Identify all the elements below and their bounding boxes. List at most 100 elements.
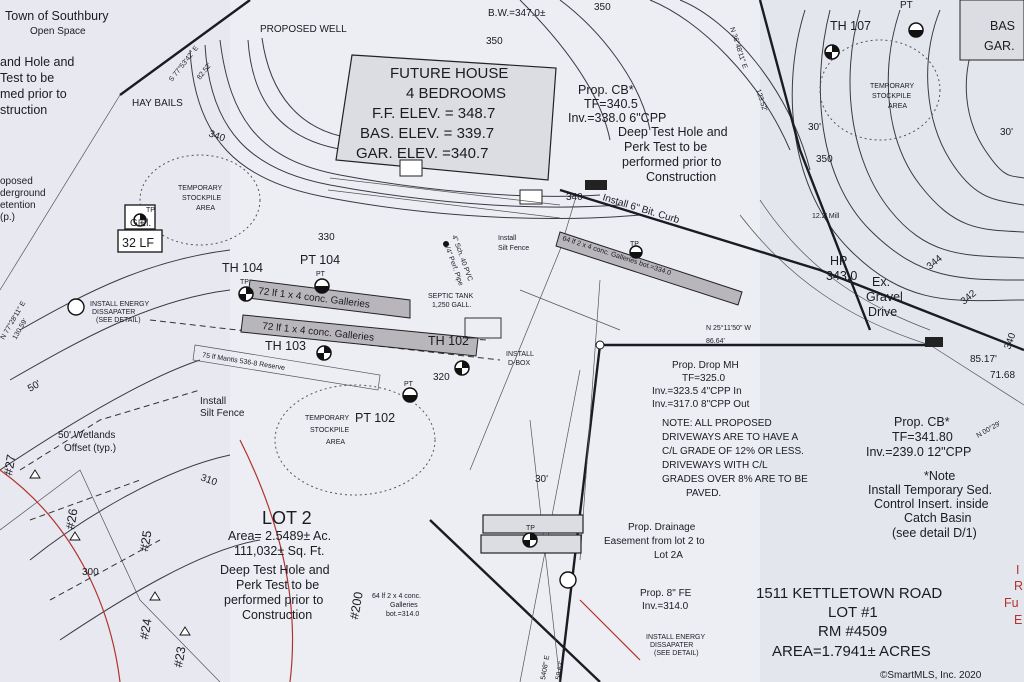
label-stockpile-3a: TEMPORARY bbox=[870, 83, 915, 90]
label-house-4: BAS. ELEV. = 339.7 bbox=[360, 125, 494, 142]
label-lot2-dt4: Construction bbox=[242, 608, 312, 622]
label-lot2-sqft: 111,032± Sq. Ft. bbox=[234, 544, 324, 558]
paper-fold-right bbox=[760, 0, 1024, 682]
label-drain-3: Lot 2A bbox=[654, 550, 683, 561]
label-snote-4: Catch Basin bbox=[904, 511, 971, 525]
label-contour-350a: 350 bbox=[486, 36, 503, 47]
label-house-3: F.F. ELEV. = 348.7 bbox=[372, 105, 495, 122]
label-stockpile-1a: TEMPORARY bbox=[178, 185, 223, 192]
label-gal64bot-2: Galleries bbox=[390, 602, 418, 609]
label-mh-1: Prop. Drop MH bbox=[672, 360, 739, 371]
label-fe-2: Inv.=314.0 bbox=[642, 601, 689, 612]
neighbor-house bbox=[959, 0, 1024, 61]
label-cb-top-3: Inv.=338.0 6"CPP bbox=[568, 111, 666, 125]
label-energy-2: DISSAPATER bbox=[92, 309, 135, 316]
label-stockpile-2a: TEMPORARY bbox=[305, 415, 350, 422]
label-lot1-road: 1511 KETTLETOWN ROAD bbox=[756, 585, 942, 602]
label-lot2-dt3: performed prior to bbox=[224, 593, 323, 607]
label-town: Town of Southbury bbox=[5, 9, 109, 23]
label-red-3: Fu bbox=[1004, 596, 1019, 610]
label-note-3: C/L GRADE OF 12% OR LESS. bbox=[662, 446, 804, 457]
label-contour-350r: 350 bbox=[816, 154, 833, 165]
label-hp-2: 343.0 bbox=[826, 269, 857, 283]
label-septic-1: SEPTIC TANK bbox=[428, 293, 474, 300]
label-house-5: GAR. ELEV. =340.7 bbox=[356, 145, 488, 162]
label-snote-1: *Note bbox=[924, 469, 955, 483]
label-neighbor-2: GAR. bbox=[984, 39, 1015, 53]
label-energy-3: (SEE DETAIL) bbox=[96, 317, 141, 324]
label-snote-2: Install Temporary Sed. bbox=[868, 483, 992, 497]
wetland-offset-line-3 bbox=[49, 539, 161, 601]
wetland-offset-line bbox=[19, 389, 201, 471]
label-cb-right-3: Inv.=239.0 12"CPP bbox=[866, 445, 971, 459]
wetland-lines bbox=[0, 439, 641, 682]
label-silt-2: Silt Fence bbox=[200, 408, 245, 419]
label-pt104: PT 104 bbox=[300, 253, 340, 267]
catch-basin-right bbox=[925, 337, 943, 347]
label-copyright: ©SmartMLS, Inc. 2020 bbox=[880, 670, 982, 681]
label-silt-top-1: Install bbox=[498, 235, 517, 242]
label-contour-300: 300 bbox=[82, 567, 99, 578]
label-neighbor-1: BAS bbox=[990, 19, 1015, 33]
label-deep-top-4: Construction bbox=[646, 170, 716, 184]
label-energy-b1: INSTALL ENERGY bbox=[646, 634, 705, 641]
wetland-flag-icons bbox=[29, 469, 191, 636]
label-th102: TH 102 bbox=[428, 334, 469, 348]
label-proposed-left-1: oposed bbox=[0, 176, 33, 187]
label-contour-320: 320 bbox=[433, 372, 450, 383]
label-pt-top: PT bbox=[900, 0, 913, 11]
energy-dissipater-icon bbox=[67, 298, 85, 316]
label-wet-200: #200 bbox=[347, 591, 366, 621]
label-note-6: PAVED. bbox=[686, 488, 721, 499]
label-th103: TH 103 bbox=[265, 339, 306, 353]
label-stockpile-2b: STOCKPILE bbox=[310, 427, 349, 434]
label-gal64bot-1: 64 lf 2 x 4 conc. bbox=[372, 593, 421, 600]
label-wet-1: 50' Wetlands bbox=[58, 430, 115, 441]
label-mill: 12.2' Mill bbox=[812, 213, 840, 220]
label-hay-bails: HAY BAILS bbox=[132, 98, 183, 109]
label-ex-1: Ex. bbox=[872, 275, 890, 289]
label-fe-1: Prop. 8" FE bbox=[640, 588, 692, 599]
label-drain-1: Prop. Drainage bbox=[628, 522, 696, 533]
label-contour-350b: 350 bbox=[594, 2, 611, 13]
label-dim-30a: 30' bbox=[535, 474, 548, 485]
label-mh-4: Inv.=317.0 8"CPP Out bbox=[652, 399, 750, 410]
label-lot2-dt2: Perk Test to be bbox=[236, 578, 319, 592]
label-silt-top-2: Silt Fence bbox=[498, 245, 529, 252]
label-deep-left-1: and Hole and bbox=[0, 55, 74, 69]
label-wet-23: #23 bbox=[171, 646, 188, 669]
garage-stairs bbox=[519, 189, 543, 205]
label-lot2-title: LOT 2 bbox=[262, 508, 312, 528]
mantis-reserve bbox=[192, 344, 381, 391]
label-lot1-rm: RM #4509 bbox=[818, 623, 887, 640]
gallery-72b bbox=[240, 314, 479, 357]
label-wet-2: Offset (typ.) bbox=[64, 443, 116, 454]
label-tp-left: TP bbox=[146, 207, 155, 214]
label-stockpile-3b: STOCKPILE bbox=[872, 93, 911, 100]
label-stockpile-1b: STOCKPILE bbox=[182, 195, 221, 202]
label-dbox-2: D-BOX bbox=[508, 360, 531, 367]
detention-32lf-box bbox=[117, 229, 163, 253]
label-proposed-left-4: (p.) bbox=[0, 212, 15, 223]
label-bearing-bottom: 5408" E bbox=[540, 655, 551, 681]
label-house-1: FUTURE HOUSE bbox=[390, 65, 508, 82]
label-open-space: Open Space bbox=[30, 26, 86, 37]
label-note-2: DRIVEWAYS ARE TO HAVE A bbox=[662, 432, 798, 443]
paper-fold-left bbox=[0, 0, 230, 682]
label-gal64bot-3: bot.=314.0 bbox=[386, 611, 419, 618]
label-lot1-area: AREA=1.7941± ACRES bbox=[772, 643, 931, 660]
label-mh-3: Inv.=323.5 4"CPP In bbox=[652, 386, 742, 397]
label-bearing-n25-dist: 86.64' bbox=[706, 338, 725, 345]
catch-basin-top bbox=[585, 180, 607, 190]
label-wet-25: #25 bbox=[137, 530, 154, 553]
well-marker-icon bbox=[443, 241, 449, 247]
label-gal-left: G⊞l. bbox=[130, 218, 151, 229]
label-proposed-left-2: derground bbox=[0, 188, 46, 199]
label-stockpile-2c: AREA bbox=[326, 439, 345, 446]
label-ex-2: Gravel bbox=[866, 290, 903, 304]
label-tp-a: TP bbox=[240, 279, 249, 286]
label-pt-a: PT bbox=[316, 271, 326, 278]
label-house-2: 4 BEDROOMS bbox=[406, 85, 506, 102]
label-bearing-bottom-dist: 59.62' bbox=[555, 661, 565, 681]
